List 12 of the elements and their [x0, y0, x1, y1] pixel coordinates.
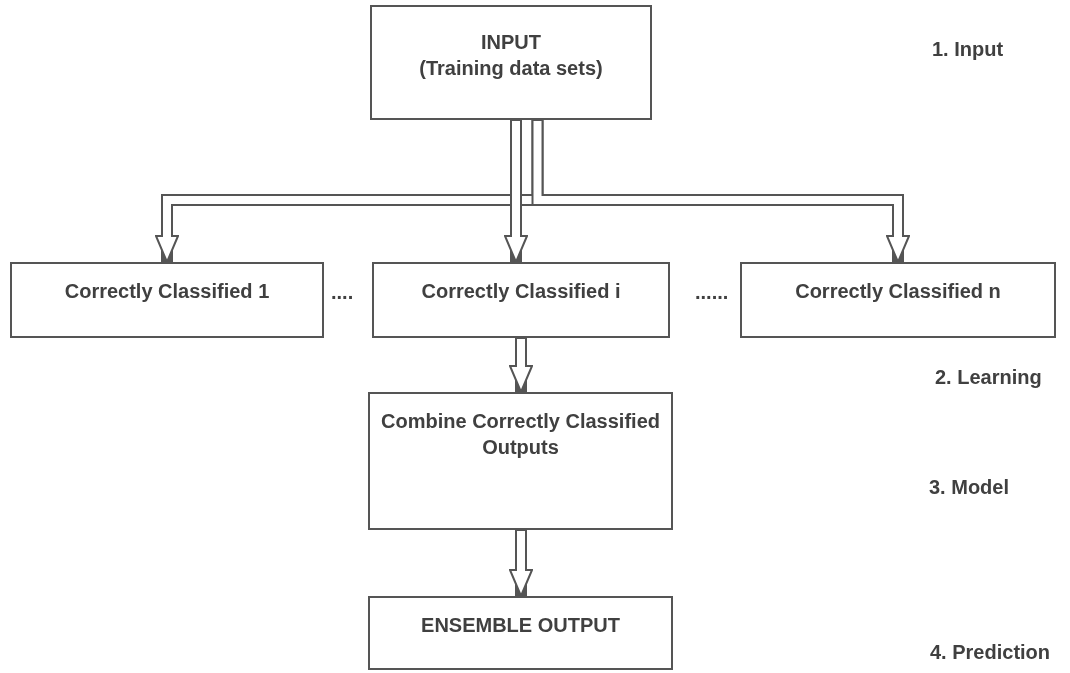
- ellipsis: ......: [695, 281, 729, 304]
- process-box: INPUT (Training data sets): [370, 5, 652, 120]
- ellipsis: ....: [331, 281, 354, 304]
- stage-label: 1. Input: [932, 38, 1004, 61]
- process-box: Correctly Classified n: [740, 262, 1056, 338]
- process-box: Combine Correctly Classified Outputs: [368, 392, 673, 530]
- stage-label: 2. Learning: [935, 366, 1042, 389]
- stage-label: 3. Model: [929, 476, 1009, 499]
- process-box: Correctly Classified 1: [10, 262, 324, 338]
- process-box: ENSEMBLE OUTPUT: [368, 596, 673, 670]
- stage-label: 4. Prediction: [930, 641, 1051, 664]
- process-box: Correctly Classified i: [372, 262, 670, 338]
